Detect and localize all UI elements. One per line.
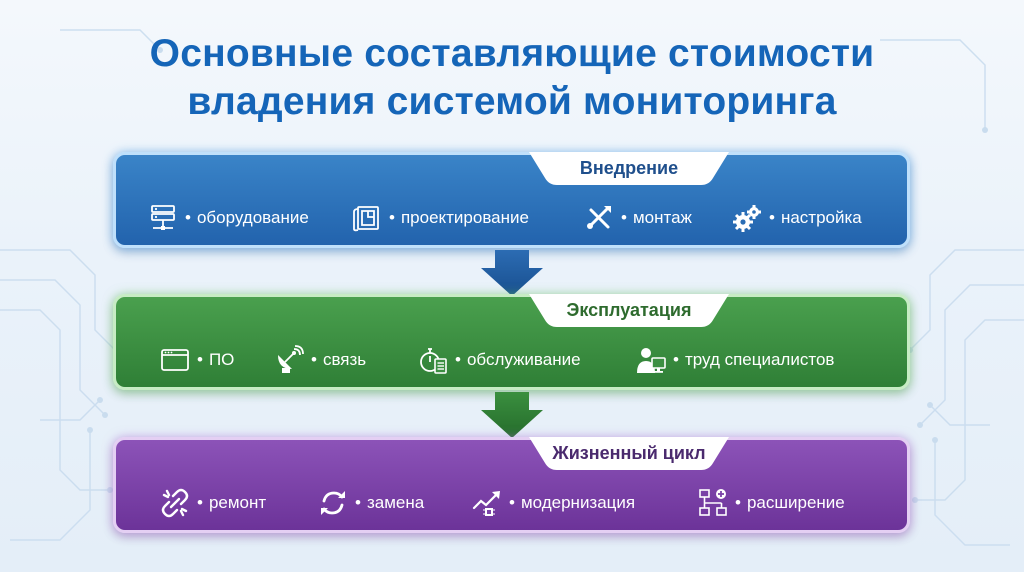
item-installation: • монтаж [584,201,692,235]
arrow-down-2 [481,392,543,438]
bullet: • [185,208,191,227]
refresh-icon [318,488,348,518]
item-communication: • связь [274,343,366,377]
network-add-icon [698,488,728,518]
server-icon [148,203,178,233]
item-design: • проектирование [352,201,529,235]
implementation-block: Внедрение • оборудование • проектировани… [113,152,910,248]
lifecycle-label: Жизненный цикл [552,443,706,463]
item-label: монтаж [632,208,692,227]
operation-tab: Эксплуатация [529,294,729,328]
bullet: • [389,208,395,227]
arrow-down-1 [481,250,543,296]
item-expansion: • расширение [698,486,845,520]
item-replacement: • замена [318,486,424,520]
title-line-2: владения системой мониторинга [187,80,837,123]
bullet: • [197,493,203,512]
bullet: • [509,493,515,512]
item-label: проектирование [400,208,529,227]
bullet: • [735,493,741,512]
bullet: • [673,350,679,369]
item-specialist-labor: • труд специалистов [636,343,834,377]
lifecycle-block: Жизненный цикл • ремонт • замена [113,437,910,533]
bullet: • [455,350,461,369]
item-label: труд специалистов [684,350,835,369]
item-label: расширение [746,493,845,512]
specialist-computer-icon [636,345,666,375]
bullet: • [197,350,203,369]
item-equipment: • оборудование [148,201,309,235]
item-label: ПО [208,350,235,369]
item-label: связь [322,350,367,369]
item-setup: • настройка [732,201,862,235]
tools-icon [584,203,614,233]
item-maintenance: • обслуживание [418,343,581,377]
bullet: • [769,208,775,227]
growth-chip-icon [472,488,502,518]
broken-link-icon [160,488,190,518]
gears-icon [732,203,762,233]
bullet: • [621,208,627,227]
blueprint-icon [352,203,382,233]
implementation-tab: Внедрение [529,152,729,186]
item-label: модернизация [520,493,636,512]
stopwatch-checklist-icon [418,345,448,375]
satellite-dish-icon [274,345,304,375]
item-label: ремонт [208,493,267,512]
bullet: • [355,493,361,512]
implementation-label: Внедрение [579,158,679,178]
item-repair: • ремонт [160,486,266,520]
item-label: оборудование [196,208,309,227]
item-label: замена [366,493,425,512]
item-software: • ПО [160,343,234,377]
lifecycle-tab: Жизненный цикл [529,437,729,471]
item-label: настройка [780,208,862,227]
bullet: • [311,350,317,369]
page-title: Основные составляющие стоимости владения… [0,30,1024,126]
window-icon [160,345,190,375]
item-modernization: • модернизация [472,486,635,520]
item-label: обслуживание [466,350,581,369]
operation-label: Эксплуатация [566,300,692,320]
operation-block: Эксплуатация • ПО • связь [113,294,910,390]
title-line-1: Основные составляющие стоимости [149,32,875,75]
